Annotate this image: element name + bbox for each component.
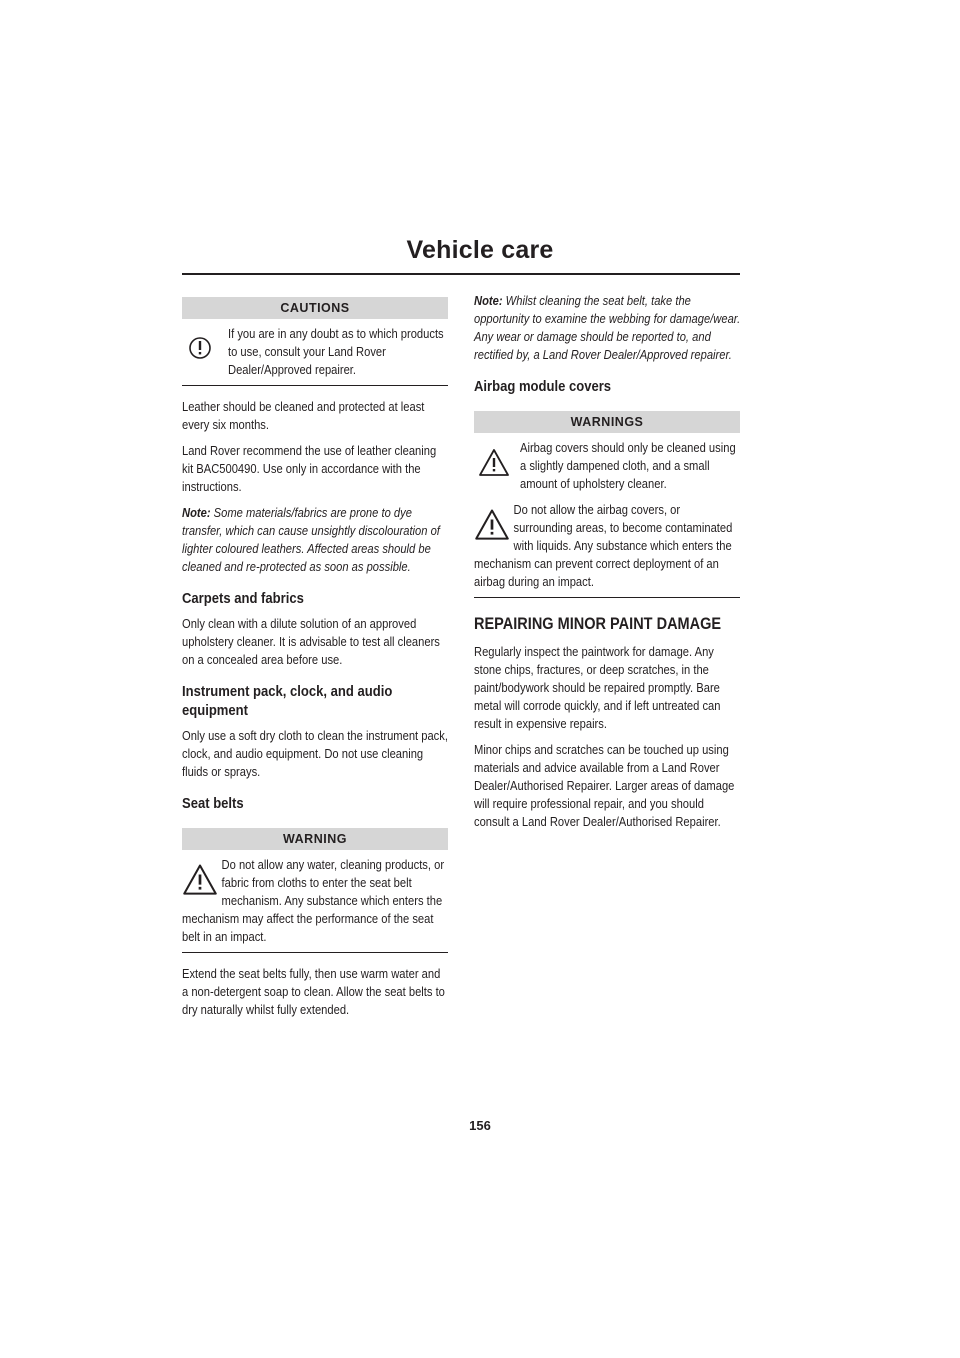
warning-text: Do not allow any water, cleaning product…	[182, 856, 449, 946]
heading-carpets: Carpets and fabrics	[182, 591, 304, 607]
cautions-heading: CAUTIONS	[182, 297, 448, 319]
warning-heading: WARNING	[182, 828, 448, 850]
paint-paragraph-1: Regularly inspect the paintwork for dama…	[474, 644, 721, 731]
heading-airbag: Airbag module covers	[474, 379, 612, 395]
warning-text-a: Do not allow any water, cleaning product…	[221, 857, 445, 908]
caution-circle-icon	[189, 337, 211, 359]
paint-paragraph-2: Minor chips and scratches can be touched…	[474, 742, 735, 829]
warning-text-b: Any substance which enters the mechanism…	[182, 893, 443, 944]
title-rule	[182, 273, 740, 275]
left-column: CAUTIONS If you are in any doubt as to w…	[182, 297, 448, 1027]
note-label: Note:	[182, 505, 211, 520]
caution-item: If you are in any doubt as to which prod…	[182, 325, 448, 379]
note-label: Note:	[474, 293, 503, 308]
caution-text: If you are in any doubt as to which prod…	[228, 326, 444, 377]
heading-paint-damage: REPAIRING MINOR PAINT DAMAGE	[474, 615, 722, 633]
warning-triangle-icon	[183, 864, 217, 895]
seat-belts-paragraph: Extend the seat belts fully, then use wa…	[182, 966, 445, 1017]
note-dye-transfer: Note: Some materials/fabrics are prone t…	[182, 504, 449, 576]
warning-item: Do not allow any water, cleaning product…	[182, 856, 448, 946]
carpets-paragraph: Only clean with a dilute solution of an …	[182, 616, 440, 667]
warnings-heading: WARNINGS	[474, 411, 740, 433]
cautions-box: CAUTIONS If you are in any doubt as to w…	[182, 297, 448, 386]
page-title: Vehicle care	[406, 236, 554, 264]
warnings-item-1: Airbag covers should only be cleaned usi…	[474, 439, 740, 493]
warnings-item-1-text: Airbag covers should only be cleaned usi…	[520, 440, 736, 491]
warning-box: WARNING Do not allow any water, cleaning…	[182, 828, 448, 953]
warning-triangle-icon	[475, 509, 509, 540]
page-number: 156	[469, 1118, 491, 1133]
instrument-paragraph: Only use a soft dry cloth to clean the i…	[182, 728, 448, 779]
heading-instrument: Instrument pack, clock, and audio equipm…	[182, 684, 393, 719]
note-text: Some materials/fabrics are prone to dye …	[182, 505, 440, 574]
note-text: Whilst cleaning the seat belt, take the …	[474, 293, 741, 362]
heading-seat-belts: Seat belts	[182, 796, 244, 812]
warnings-item-2-text-a: Do not allow the airbag covers, or surro…	[513, 502, 733, 553]
note-seat-belt: Note: Whilst cleaning the seat belt, tak…	[474, 292, 741, 364]
leather-kit-paragraph: Land Rover recommend the use of leather …	[182, 443, 437, 494]
right-column: Note: Whilst cleaning the seat belt, tak…	[474, 292, 740, 839]
warnings-item-2-text-b: Any substance which enters the mechanism…	[474, 538, 732, 589]
warnings-item-2: Do not allow the airbag covers, or surro…	[474, 501, 740, 591]
warning-triangle-icon	[479, 449, 509, 476]
leather-paragraph: Leather should be cleaned and protected …	[182, 399, 425, 432]
warnings-box: WARNINGS Airbag covers should only be cl…	[474, 411, 740, 598]
warnings-item-2-text: Do not allow the airbag covers, or surro…	[474, 501, 741, 591]
